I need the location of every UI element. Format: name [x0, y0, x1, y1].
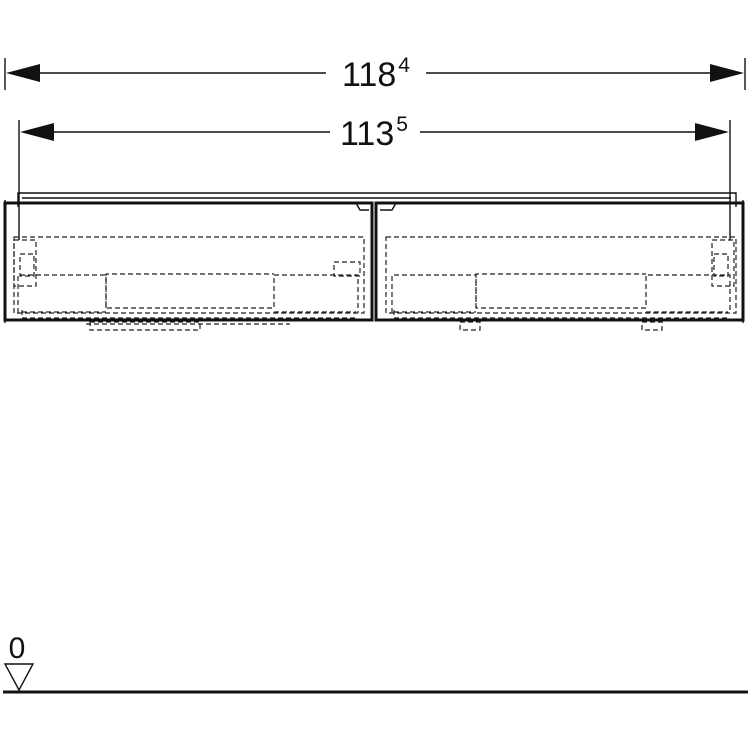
- level-triangle-icon: [3, 663, 35, 692]
- arrow-inner-left-icon: [20, 123, 54, 141]
- dimension-overall-label: 1184: [342, 54, 410, 94]
- arrow-right-icon: [710, 64, 744, 82]
- drawer-front-left: [3, 201, 374, 322]
- dimension-inner: 1135: [18, 113, 731, 240]
- floor-level: 0: [3, 632, 748, 694]
- arrow-inner-right-icon: [695, 123, 729, 141]
- dimension-overall: 1184: [4, 54, 746, 94]
- level-label: 0: [9, 632, 26, 665]
- cabinet: [3, 192, 745, 331]
- drawer-front-right: [374, 201, 745, 322]
- cabinet-top-board: [17, 192, 737, 207]
- drawer-left-hidden-lines: [13, 236, 365, 331]
- arrow-left-icon: [6, 64, 40, 82]
- handle-notch-left: [355, 202, 369, 211]
- handle-notch-right: [380, 202, 397, 211]
- drawer-right-hidden-lines: [385, 236, 737, 331]
- dimension-inner-label: 1135: [340, 113, 408, 153]
